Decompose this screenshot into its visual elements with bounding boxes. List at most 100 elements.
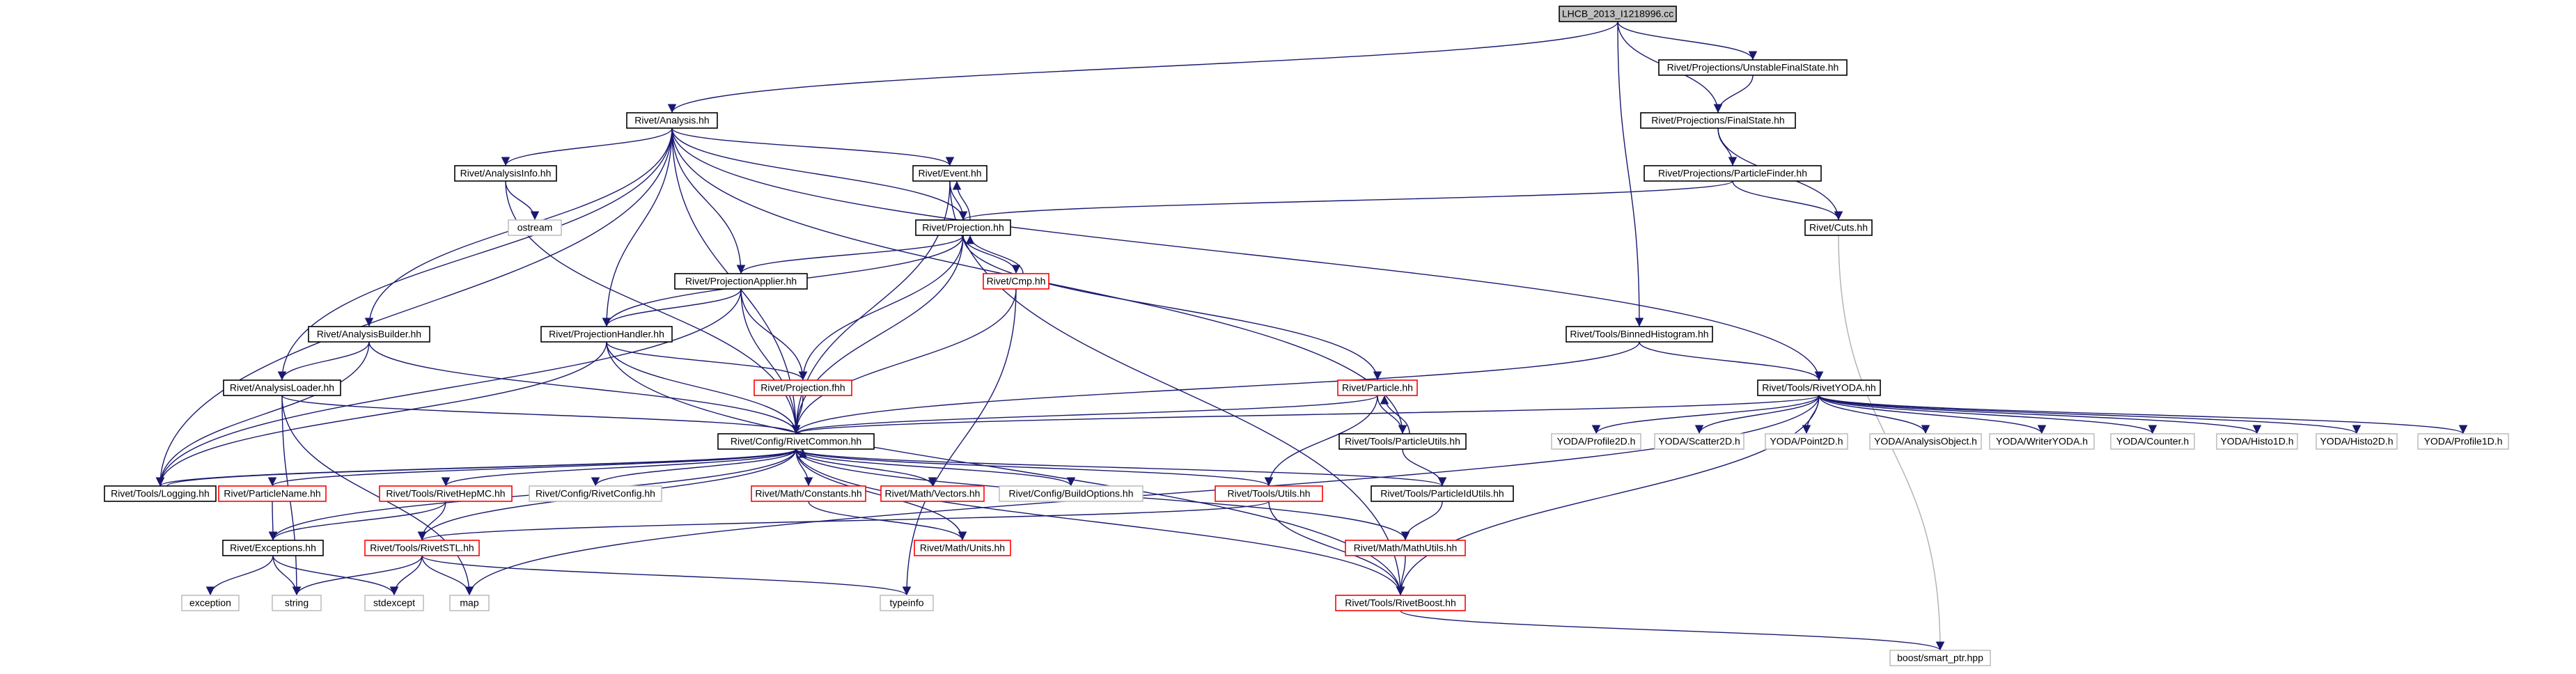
node-pf[interactable]: Rivet/Projections/ParticleFinder.hh — [1644, 165, 1822, 182]
node-label: Rivet/AnalysisLoader.hh — [230, 382, 334, 393]
node-box — [1337, 379, 1418, 396]
node-cmp[interactable]: Rivet/Cmp.hh — [983, 273, 1049, 290]
edge-ryoda-to-common — [792, 395, 1820, 434]
edge-abuild-to-common — [368, 341, 801, 434]
node-stdexcept[interactable]: stdexcept — [364, 595, 424, 611]
node-pname[interactable]: Rivet/ParticleName.hh — [218, 485, 327, 502]
edge-exc-to-exception — [205, 555, 274, 596]
node-label: Rivet/AnalysisInfo.hh — [460, 168, 552, 179]
edge-hepmc-to-stl — [417, 501, 446, 541]
edge-ryoda-to-boost — [1396, 395, 1820, 596]
node-box — [181, 595, 240, 611]
node-box — [717, 433, 875, 450]
node-phand[interactable]: Rivet/ProjectionHandler.hh — [540, 326, 673, 343]
edges-layer — [155, 21, 2467, 651]
edge-stl-to-stdexcept — [389, 555, 423, 596]
node-label: Rivet/ProjectionApplier.hh — [685, 276, 797, 287]
node-yprof1d[interactable]: YODA/Profile1D.h — [2417, 433, 2509, 450]
node-common[interactable]: Rivet/Config/RivetCommon.hh — [717, 433, 875, 450]
node-boost[interactable]: Rivet/Tools/RivetBoost.hh — [1335, 595, 1466, 611]
node-box — [626, 112, 718, 129]
node-label: Rivet/Math/MathUtils.hh — [1354, 542, 1458, 554]
edge-ryoda-to-yh1d — [1818, 395, 2262, 434]
node-logging[interactable]: Rivet/Tools/Logging.hh — [104, 485, 217, 502]
node-papp[interactable]: Rivet/ProjectionApplier.hh — [674, 273, 808, 290]
node-cuts[interactable]: Rivet/Cuts.hh — [1804, 219, 1873, 236]
edge-ana-to-ainfo — [501, 127, 673, 166]
node-abuild[interactable]: Rivet/AnalysisBuilder.hh — [308, 326, 430, 343]
edge-particle-to-putils — [1377, 395, 1407, 434]
node-hepmc[interactable]: Rivet/Tools/RivetHepMC.hh — [379, 485, 513, 502]
edge-phand-to-common — [606, 341, 801, 434]
node-exception[interactable]: exception — [181, 595, 240, 611]
node-box — [540, 326, 673, 343]
node-vectors[interactable]: Rivet/Math/Vectors.hh — [880, 485, 985, 502]
node-box — [272, 595, 322, 611]
edge-ana-to-ryoda — [671, 127, 1824, 381]
node-event[interactable]: Rivet/Event.hh — [912, 165, 988, 182]
node-box — [1338, 433, 1467, 450]
node-units[interactable]: Rivet/Math/Units.hh — [914, 540, 1011, 556]
node-stl[interactable]: Rivet/Tools/RivetSTL.hh — [364, 540, 480, 556]
node-consts[interactable]: Rivet/Math/Constants.hh — [751, 485, 866, 502]
node-smartptr[interactable]: boost/smart_ptr.hpp — [1889, 650, 1991, 666]
node-map[interactable]: map — [449, 595, 490, 611]
node-root[interactable]: LHCB_2013_I1218996.cc — [1559, 6, 1677, 22]
edge-ana-to-papp — [671, 127, 746, 274]
edge-ryoda-to-yao — [1818, 395, 1930, 434]
node-proj[interactable]: Rivet/Projection.hh — [915, 219, 1011, 236]
node-yh1d[interactable]: YODA/Histo1D.h — [2216, 433, 2298, 450]
edge-abuild-to-logging — [155, 341, 370, 487]
edge-cmp-to-typeinfo — [902, 288, 1017, 596]
node-yprof2d[interactable]: YODA/Profile2D.h — [1551, 433, 1641, 450]
edge-proj-to-cmp — [962, 235, 1021, 274]
edge-phand-to-logging — [155, 341, 607, 487]
node-label: Rivet/Tools/Utils.hh — [1227, 488, 1310, 499]
node-ycounter[interactable]: YODA/Counter.h — [2110, 433, 2195, 450]
node-projfhh[interactable]: Rivet/Projection.fhh — [754, 379, 852, 396]
node-buildopts[interactable]: Rivet/Config/BuildOptions.hh — [999, 485, 1143, 502]
node-box — [1345, 540, 1466, 556]
node-ypoint2d[interactable]: YODA/Point2D.h — [1765, 433, 1848, 450]
edge-pf-to-cuts — [1732, 180, 1843, 221]
node-string[interactable]: string — [272, 595, 322, 611]
node-label: Rivet/Math/Vectors.hh — [885, 488, 981, 499]
node-box — [308, 326, 430, 343]
node-label: YODA/Point2D.h — [1770, 436, 1843, 447]
node-ana[interactable]: Rivet/Analysis.hh — [626, 112, 718, 129]
edge-bhist-to-common — [791, 341, 1640, 434]
node-ryoda[interactable]: Rivet/Tools/RivetYODA.hh — [1757, 379, 1881, 396]
node-ufs[interactable]: Rivet/Projections/UnstableFinalState.hh — [1658, 59, 1848, 76]
node-ostream[interactable]: ostream — [508, 219, 562, 236]
node-box — [1559, 6, 1677, 22]
node-pidutils[interactable]: Rivet/Tools/ParticleIdUtils.hh — [1371, 485, 1514, 502]
node-utils[interactable]: Rivet/Tools/Utils.hh — [1215, 485, 1323, 502]
node-rconfig[interactable]: Rivet/Config/RivetConfig.hh — [529, 485, 662, 502]
node-label: Rivet/Tools/RivetYODA.hh — [1762, 382, 1875, 393]
node-bhist[interactable]: Rivet/Tools/BinnedHistogram.hh — [1566, 326, 1713, 343]
node-box — [529, 485, 662, 502]
node-yscat2d[interactable]: YODA/Scatter2D.h — [1654, 433, 1744, 450]
node-ywriter[interactable]: YODA/WriterYODA.h — [1989, 433, 2095, 450]
node-yao[interactable]: YODA/AnalysisObject.h — [1869, 433, 1982, 450]
edge-proj-to-event — [952, 180, 971, 221]
node-exc[interactable]: Rivet/Exceptions.hh — [222, 540, 324, 556]
edge-ryoda-to-yprof1d — [1818, 395, 2467, 434]
node-typeinfo[interactable]: typeinfo — [880, 595, 934, 611]
node-mathutils[interactable]: Rivet/Math/MathUtils.hh — [1345, 540, 1466, 556]
edge-pname-to-exc — [268, 501, 278, 541]
node-aload[interactable]: Rivet/AnalysisLoader.hh — [223, 379, 341, 396]
node-yh2d[interactable]: YODA/Histo2D.h — [2316, 433, 2398, 450]
edge-ryoda-to-map — [465, 395, 1820, 596]
node-label: Rivet/Analysis.hh — [634, 115, 709, 126]
edge-hepmc-to-exc — [268, 501, 446, 541]
node-ainfo[interactable]: Rivet/AnalysisInfo.hh — [454, 165, 557, 182]
node-putils[interactable]: Rivet/Tools/ParticleUtils.hh — [1338, 433, 1467, 450]
node-box — [912, 165, 988, 182]
node-label: YODA/Histo2D.h — [2320, 436, 2393, 447]
node-box — [1765, 433, 1848, 450]
node-particle[interactable]: Rivet/Particle.hh — [1337, 379, 1418, 396]
node-label: exception — [189, 597, 231, 609]
node-label: Rivet/Math/Units.hh — [920, 542, 1005, 554]
node-fs[interactable]: Rivet/Projections/FinalState.hh — [1640, 112, 1796, 129]
